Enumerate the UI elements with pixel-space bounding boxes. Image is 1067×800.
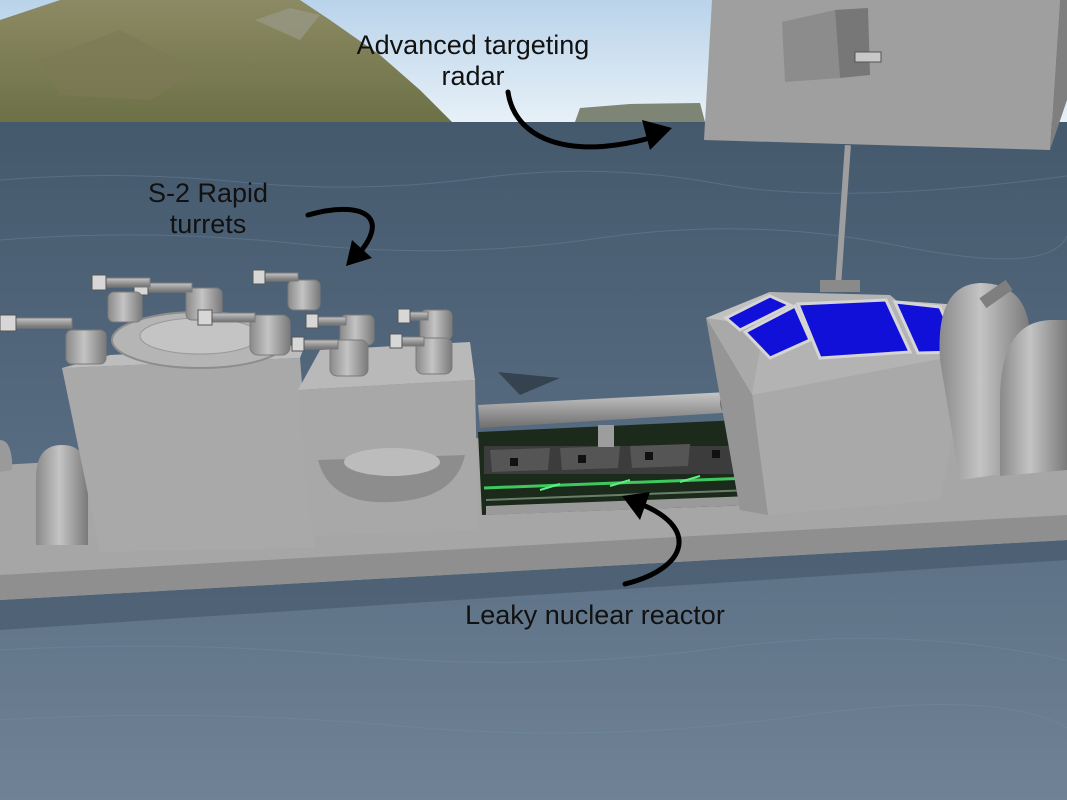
turrets-annotation: S-2 Rapid turrets [118,178,298,240]
forward-block [62,358,315,552]
radar-arrow-icon [505,89,653,150]
bridge [706,144,968,515]
radar-annotation-line1: Advanced targeting [356,30,590,60]
distant-cliff [575,103,705,122]
gun-barrel [478,392,738,428]
reactor-arrow-icon [622,499,682,587]
radar-panel [704,0,1067,150]
radar-annotation-line2: radar [441,61,505,91]
turrets-arrow-icon [305,206,375,261]
radar-annotation: Advanced targeting radar [318,30,628,92]
turret-group [0,269,453,377]
turrets-annotation-line2: turrets [169,209,247,239]
reactor [478,420,753,515]
reactor-annotation: Leaky nuclear reactor [465,600,725,630]
turrets-annotation-line1: S-2 Rapid [147,178,269,208]
